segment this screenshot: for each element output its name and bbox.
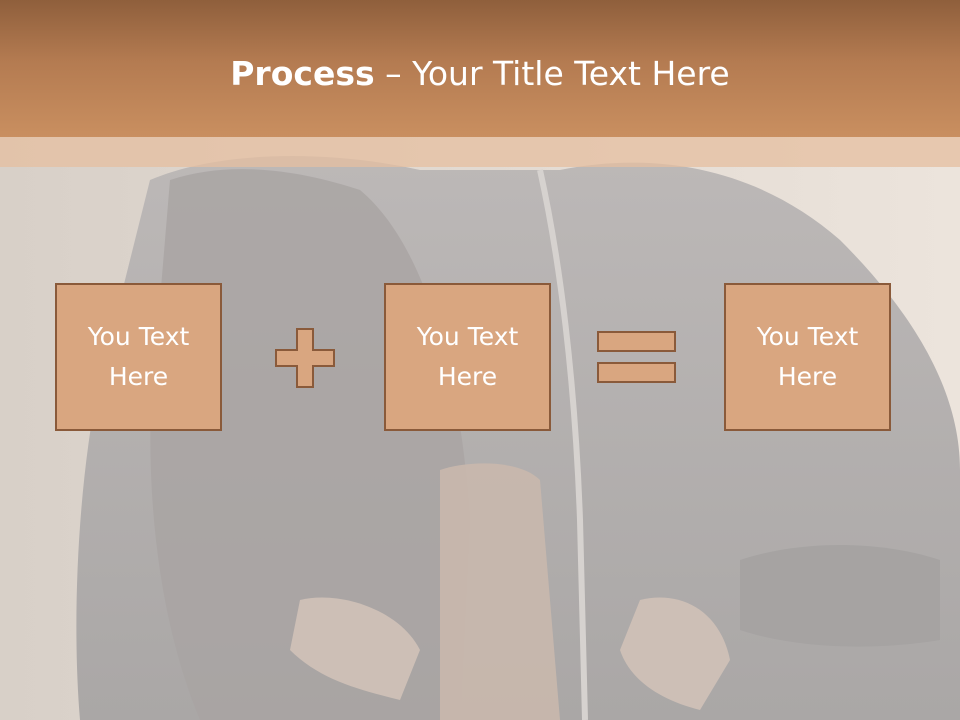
process-box-3[interactable]: You Text Here [724, 283, 891, 431]
title-rest: – Your Title Text Here [374, 54, 730, 93]
title-bold: Process [230, 54, 375, 93]
plus-icon [275, 328, 335, 388]
equals-icon [597, 331, 676, 383]
slide-title: Process – Your Title Text Here [0, 54, 960, 94]
title-bar-band [0, 137, 960, 167]
process-box-1[interactable]: You Text Here [55, 283, 222, 431]
process-box-2-text: You Text Here [416, 322, 519, 391]
title-bar [0, 0, 960, 137]
process-box-3-text: You Text Here [756, 322, 859, 391]
process-box-1-text: You Text Here [87, 322, 190, 391]
process-box-2[interactable]: You Text Here [384, 283, 551, 431]
